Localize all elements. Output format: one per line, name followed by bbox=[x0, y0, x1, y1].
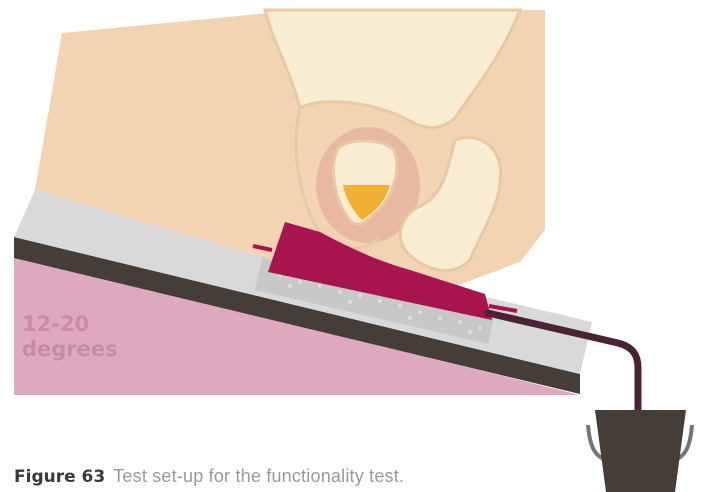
figure-number: Figure 63 bbox=[14, 467, 105, 487]
angle-label: 12-20 degrees bbox=[22, 312, 118, 362]
figure-caption-text: Test set-up for the functionality test. bbox=[113, 466, 404, 486]
bucket bbox=[595, 410, 686, 492]
figure-caption: Figure 63 Test set-up for the functionali… bbox=[14, 466, 404, 487]
angle-label-unit: degrees bbox=[22, 337, 118, 362]
angle-label-range: 12-20 bbox=[22, 312, 118, 337]
